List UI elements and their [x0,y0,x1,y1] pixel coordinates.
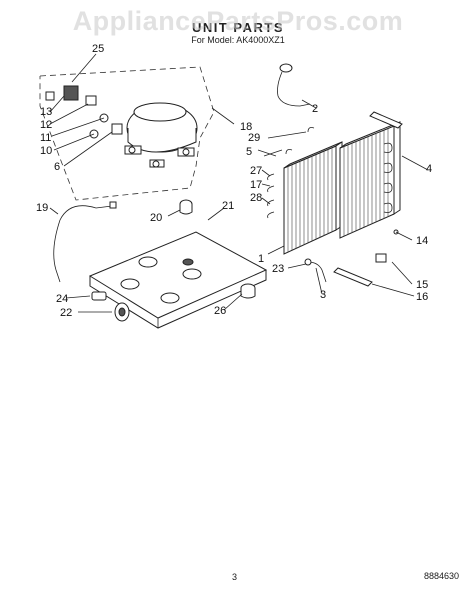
callout-15: 15 [416,279,428,291]
tube-clips [263,127,315,219]
evaporator-coil [339,121,401,239]
callout-14: 14 [416,235,428,247]
page-number: 3 [232,572,238,582]
callout-6: 6 [54,161,60,173]
callout-25: 25 [92,43,104,55]
capillary-tube [277,63,311,107]
leader-lines [49,53,429,313]
document-number: 8884630 [424,571,460,581]
callout-4: 4 [426,163,432,175]
seal-strips [333,111,403,287]
callout-18: 18 [240,121,252,133]
compressor-group-outline [39,66,215,201]
callout-11: 11 [40,132,51,144]
callout-26: 26 [214,305,226,317]
callout-2: 2 [312,103,318,115]
callout-20: 20 [150,212,162,224]
callout-3: 3 [320,289,326,301]
callout-16: 16 [416,291,428,303]
condenser-coil [283,141,343,255]
callout-21: 21 [222,200,234,212]
drain-parts [304,229,399,283]
callout-5: 5 [246,146,252,158]
callout-10: 10 [40,145,52,157]
wiring-harness [53,201,117,283]
callout-27: 27 [250,165,262,177]
callout-13: 13 [40,106,52,118]
callout-29: 29 [248,132,260,144]
vibration-mount [179,199,193,215]
callout-17: 17 [250,179,262,191]
callout-labels: 1 2 3 4 5 6 10 11 12 13 14 15 16 17 18 1… [36,43,432,319]
callout-12: 12 [40,119,52,131]
callout-23: 23 [272,263,284,275]
base-hardware [91,283,256,322]
callout-19: 19 [36,202,48,214]
base-pan [88,231,268,329]
callout-24: 24 [56,293,68,305]
callout-22: 22 [60,307,72,319]
diagram-subtitle: For Model: AK4000XZ1 [191,35,285,45]
compressor [124,102,198,168]
callout-28: 28 [250,192,262,204]
callout-1: 1 [258,253,264,265]
relay-overload-parts [45,85,123,139]
diagram-title: UNIT PARTS [191,20,285,35]
